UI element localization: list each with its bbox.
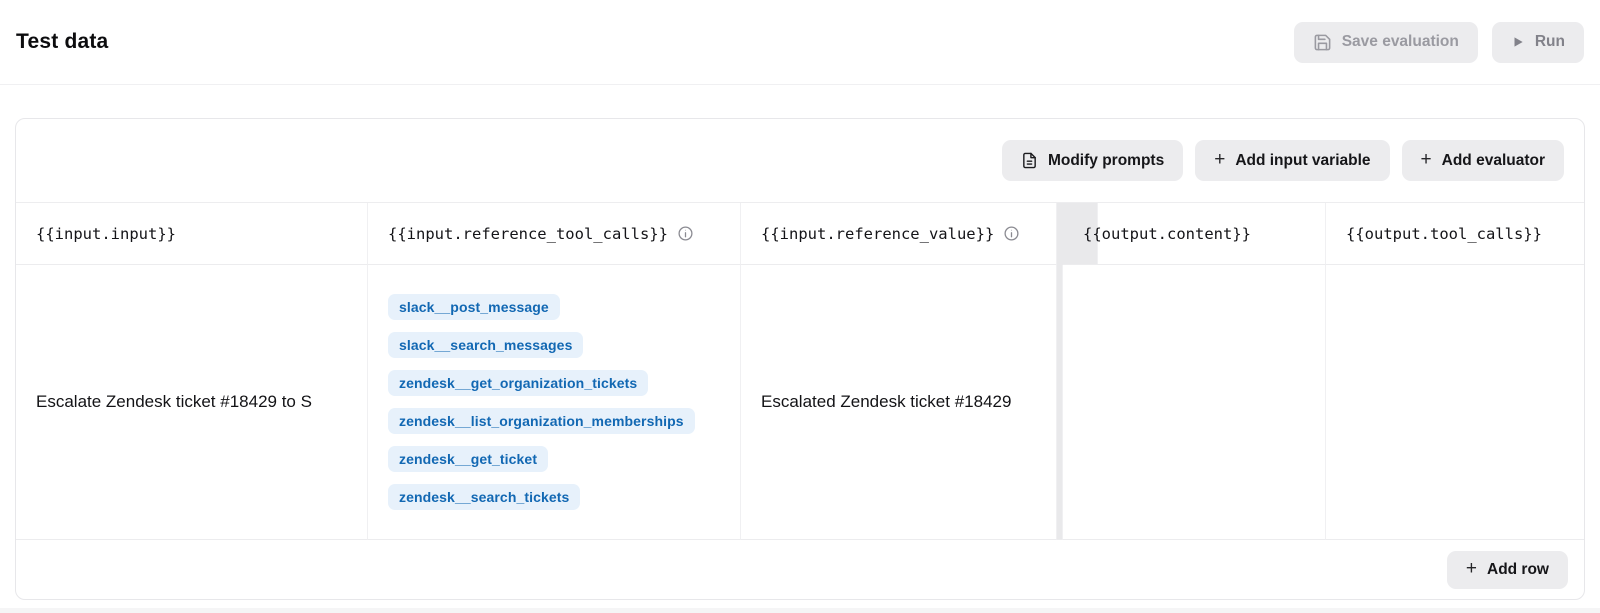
column-header-input-input: {{input.input}} <box>16 203 368 265</box>
cell-reference-tool-calls[interactable]: slack__post_message slack__search_messag… <box>368 265 741 540</box>
page-header: Test data Save evaluation Run <box>0 0 1600 85</box>
plus-icon: + <box>1465 558 1477 579</box>
column-header-output-tool-calls: {{output.tool_calls}} <box>1326 203 1584 265</box>
add-evaluator-label: Add evaluator <box>1441 151 1545 169</box>
run-button[interactable]: Run <box>1491 21 1584 63</box>
column-header-label: {{input.reference_tool_calls}} <box>388 224 668 243</box>
cell-reference-value-text: Escalated Zendesk ticket #18429 <box>761 392 1012 411</box>
page-title: Test data <box>16 30 109 53</box>
table-row: Escalate Zendesk ticket #18429 to S slac… <box>16 265 1584 540</box>
column-header-label: {{output.tool_calls}} <box>1346 224 1542 243</box>
modify-prompts-label: Modify prompts <box>1047 151 1165 169</box>
card-footer: + Add row <box>16 540 1584 599</box>
save-icon <box>1313 33 1332 52</box>
test-data-card: Modify prompts + Add input variable + Ad… <box>15 118 1585 600</box>
column-header-label: {{input.input}} <box>36 224 176 243</box>
play-icon <box>1511 35 1525 49</box>
tool-call-pill[interactable]: zendesk__get_organization_tickets <box>388 370 649 396</box>
add-input-variable-button[interactable]: + Add input variable <box>1195 140 1390 181</box>
add-input-variable-label: Add input variable <box>1235 151 1371 169</box>
modify-prompts-button[interactable]: Modify prompts <box>1001 140 1184 181</box>
document-icon <box>1021 152 1038 169</box>
page-bottom-divider <box>0 608 1600 613</box>
add-row-label: Add row <box>1487 560 1549 578</box>
cell-input-text: Escalate Zendesk ticket #18429 to S <box>36 392 312 411</box>
tool-call-pill[interactable]: zendesk__search_tickets <box>388 484 581 510</box>
cell-input-input[interactable]: Escalate Zendesk ticket #18429 to S <box>16 265 368 540</box>
save-evaluation-label: Save evaluation <box>1341 33 1459 50</box>
column-header-label: {{input.reference_value}} <box>761 224 995 243</box>
run-label: Run <box>1534 33 1565 50</box>
column-header-input-reference-tool-calls: {{input.reference_tool_calls}} <box>368 203 741 265</box>
plus-icon: + <box>1420 149 1432 170</box>
cell-output-content[interactable] <box>1063 265 1326 540</box>
cell-reference-value[interactable]: Escalated Zendesk ticket #18429 <box>741 265 1057 540</box>
info-icon[interactable] <box>1003 225 1020 242</box>
add-row-button[interactable]: + Add row <box>1446 550 1568 589</box>
column-header-label: {{output.content}} <box>1083 224 1251 243</box>
header-actions: Save evaluation Run <box>1293 21 1584 63</box>
tool-call-pill[interactable]: zendesk__get_ticket <box>388 446 549 472</box>
add-evaluator-button[interactable]: + Add evaluator <box>1401 140 1564 181</box>
column-header-input-reference-value: {{input.reference_value}} <box>741 203 1057 265</box>
table-header-row: {{input.input}} {{input.reference_tool_c… <box>16 203 1584 265</box>
save-evaluation-button[interactable]: Save evaluation <box>1293 21 1478 63</box>
tool-call-pill[interactable]: slack__post_message <box>388 294 560 320</box>
info-icon[interactable] <box>677 225 694 242</box>
input-output-divider <box>1057 203 1098 265</box>
input-output-divider <box>1057 265 1063 540</box>
column-header-output-content: {{output.content}} <box>1063 203 1326 265</box>
tool-call-pill[interactable]: slack__search_messages <box>388 332 584 358</box>
plus-icon: + <box>1214 149 1226 170</box>
card-toolbar: Modify prompts + Add input variable + Ad… <box>16 119 1584 203</box>
tool-call-pill[interactable]: zendesk__list_organization_memberships <box>388 408 695 434</box>
cell-output-tool-calls[interactable] <box>1326 265 1584 540</box>
